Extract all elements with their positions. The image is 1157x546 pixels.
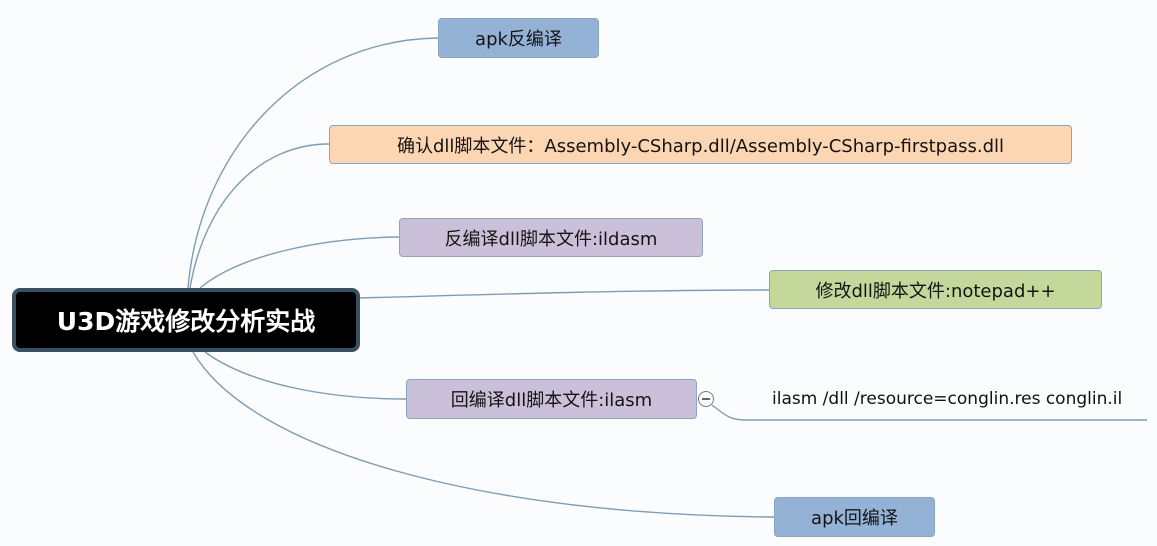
topic-recompile-dll[interactable]: 回编译dll脚本文件:ilasm (406, 379, 697, 419)
topic-modify-dll[interactable]: 修改dll脚本文件:notepad++ (769, 270, 1102, 309)
topic-apk-recompile[interactable]: apk回编译 (774, 497, 935, 537)
link-recompile-dll (204, 351, 407, 400)
link-decompile-dll (199, 236, 400, 289)
topic-confirm-dll-files[interactable]: 确认dll脚本文件：Assembly-CSharp.dll/Assembly-C… (329, 125, 1072, 164)
topic-decompile-dll[interactable]: 反编译dll脚本文件:ildasm (399, 218, 703, 257)
link-modify-dll (359, 289, 770, 299)
root-topic[interactable]: U3D游戏修改分析实战 (12, 288, 360, 352)
topic-apk-decompile[interactable]: apk反编译 (438, 18, 599, 58)
link-ilasm-command (711, 404, 1147, 421)
link-apk-recompile (192, 351, 775, 518)
subtopic-ilasm-command[interactable]: ilasm /dll /resource=conglin.res conglin… (772, 389, 1123, 409)
link-confirm-dll (189, 143, 330, 289)
minus-circle-icon[interactable] (698, 391, 714, 407)
link-apk-decompile (187, 37, 439, 289)
